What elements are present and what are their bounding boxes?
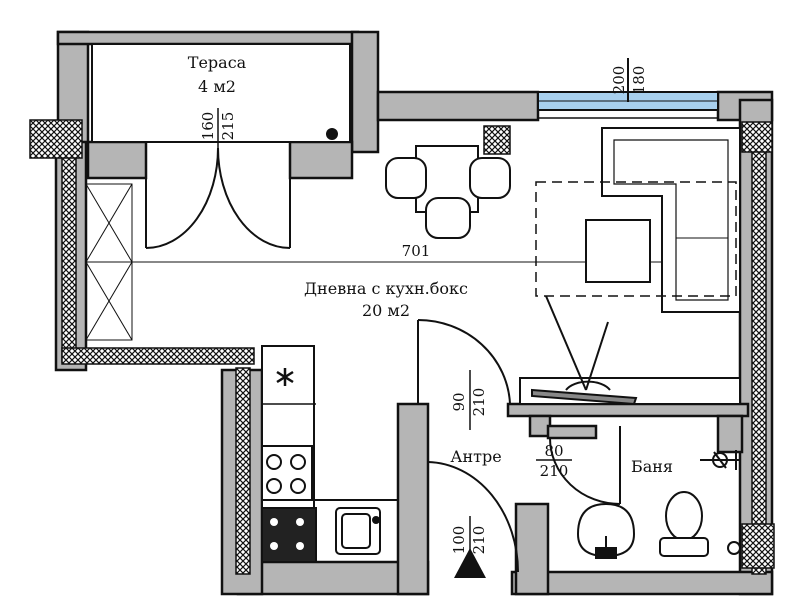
terrace-partition-left	[86, 140, 148, 180]
tv-unit	[519, 295, 741, 406]
fridge	[261, 507, 317, 563]
floor-drain	[727, 541, 741, 555]
terrace-wall-right	[350, 30, 380, 154]
bath-wall-stub	[716, 414, 744, 454]
terrace-door-dim-bottom: 215	[219, 112, 237, 141]
terrace-partition-right	[288, 140, 354, 180]
wardrobe	[85, 183, 133, 341]
shower-icon	[700, 450, 740, 470]
insulation-bottom-left	[61, 347, 255, 365]
living-width-dim: 701	[402, 242, 431, 260]
coffee-table	[585, 219, 651, 283]
terrace-door-dim-top: 160	[199, 112, 217, 141]
living-area: 20 м2	[362, 301, 410, 320]
terrace-double-door	[145, 147, 291, 249]
entry-door	[427, 461, 519, 573]
living-door-dim-bottom: 210	[470, 388, 488, 417]
entrance-arrow-icon	[454, 548, 486, 578]
bottom-wall-kitchen	[236, 560, 430, 596]
bath-door	[549, 426, 621, 505]
top-wall-left	[376, 90, 540, 122]
stove-icon	[261, 445, 313, 501]
terrace-wall-top	[56, 30, 360, 46]
chair-right	[469, 157, 511, 199]
living-name: Дневна с кухн.бокс	[304, 279, 468, 298]
hall-wall-left	[396, 402, 430, 596]
chair-left	[385, 157, 427, 199]
window-dim-top: 200	[610, 66, 628, 95]
wash-basin-icon	[576, 502, 636, 559]
terrace-name: Тераса	[188, 53, 247, 72]
terrace-area: 4 м2	[198, 77, 236, 96]
labels: Тераса 4 м2 200 180 160 215 701 Дневна с…	[188, 53, 673, 554]
insulation-left-top	[29, 119, 83, 159]
insulation-right-top	[741, 121, 773, 153]
bottom-wall-right	[510, 570, 774, 596]
sink-icon	[335, 507, 381, 555]
insulation-right-bottom	[741, 523, 775, 569]
bath-door-dim-bottom: 210	[540, 462, 569, 480]
terrace-drain	[326, 128, 338, 140]
sofa	[601, 127, 741, 313]
rug	[535, 181, 737, 297]
bath-door-wall	[546, 424, 598, 440]
star-symbol-icon	[276, 368, 294, 386]
bath-partition-horizontal	[506, 402, 750, 418]
living-door	[417, 318, 511, 405]
insulation	[29, 119, 775, 575]
bath-name: Баня	[631, 457, 673, 476]
insulation-right	[751, 127, 767, 575]
dining-set	[385, 145, 511, 239]
bath-door-dim-top: 80	[544, 442, 563, 460]
insulation-kitchen	[235, 367, 251, 575]
window-dim-bottom: 180	[630, 66, 648, 95]
toilet-icon	[659, 491, 709, 557]
chair-bottom	[425, 197, 471, 239]
insulation-left	[61, 151, 77, 363]
terrace-floor	[91, 43, 351, 143]
living-door-dim-top: 90	[450, 392, 468, 411]
hall-name: Антре	[450, 447, 501, 466]
hall-wall-right	[514, 502, 550, 596]
insulation-pillar	[483, 125, 511, 155]
entry-door-dim-top: 100	[450, 526, 468, 555]
entry-door-dim-bottom: 210	[470, 526, 488, 555]
